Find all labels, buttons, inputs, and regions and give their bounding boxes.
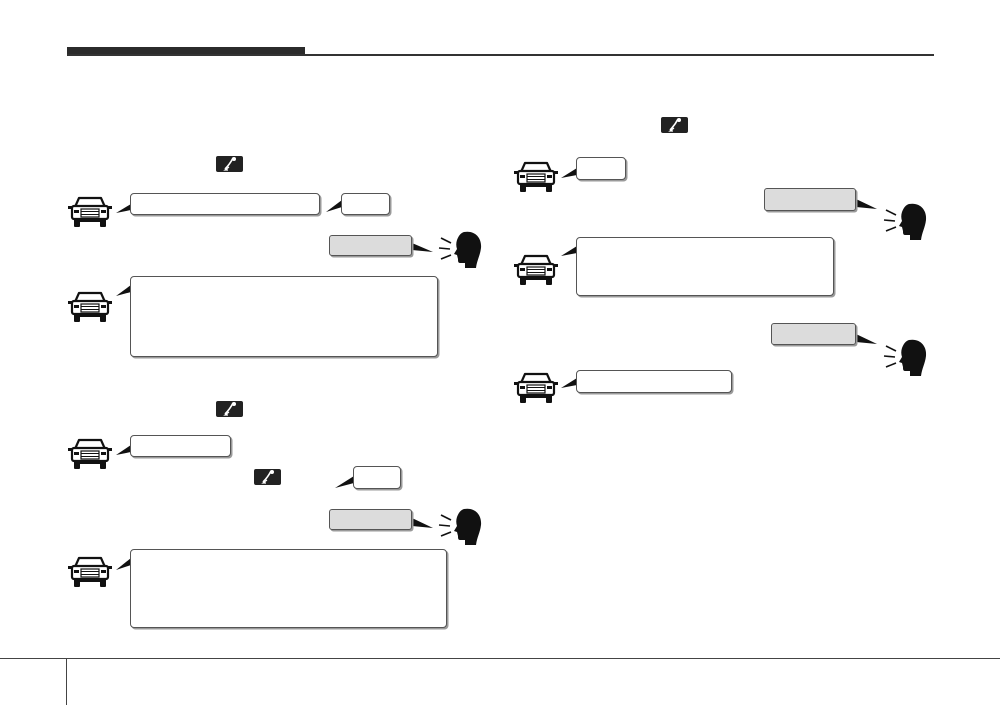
voice-recognition-button xyxy=(661,117,688,133)
system-prompt-bubble xyxy=(130,435,231,457)
footer-rule xyxy=(0,658,1000,659)
header-rule xyxy=(67,54,934,56)
speaking-person-icon xyxy=(438,230,482,269)
footer-page-divider xyxy=(66,658,67,705)
voice-recognition-button xyxy=(216,156,243,172)
user-command-bubble xyxy=(771,323,856,345)
header-accent-bar xyxy=(67,47,305,55)
voice-recognition-button xyxy=(254,469,281,485)
system-response-bubble xyxy=(576,237,834,296)
speaking-person-icon xyxy=(438,507,482,546)
voice-recognition-icon xyxy=(223,402,237,416)
car-front-icon xyxy=(512,161,560,194)
voice-recognition-icon xyxy=(223,157,237,171)
user-command-bubble xyxy=(329,509,412,530)
system-short-bubble xyxy=(353,466,401,489)
system-response-bubble xyxy=(130,549,447,628)
system-short-bubble xyxy=(341,193,390,215)
car-front-icon xyxy=(512,372,560,405)
system-short-bubble xyxy=(576,157,626,180)
voice-recognition-icon xyxy=(668,118,682,132)
car-front-icon xyxy=(66,291,114,324)
car-front-icon xyxy=(66,438,114,471)
voice-recognition-button xyxy=(216,401,243,417)
car-front-icon xyxy=(66,556,114,589)
user-command-bubble xyxy=(764,188,856,211)
voice-recognition-icon xyxy=(261,470,275,484)
system-prompt-bubble xyxy=(130,193,320,215)
car-front-icon xyxy=(66,196,114,229)
system-response-bubble xyxy=(576,370,732,393)
user-command-bubble xyxy=(329,235,412,256)
speaking-person-icon xyxy=(883,202,927,241)
system-response-bubble xyxy=(130,276,438,357)
car-front-icon xyxy=(512,254,560,287)
speaking-person-icon xyxy=(883,338,927,377)
